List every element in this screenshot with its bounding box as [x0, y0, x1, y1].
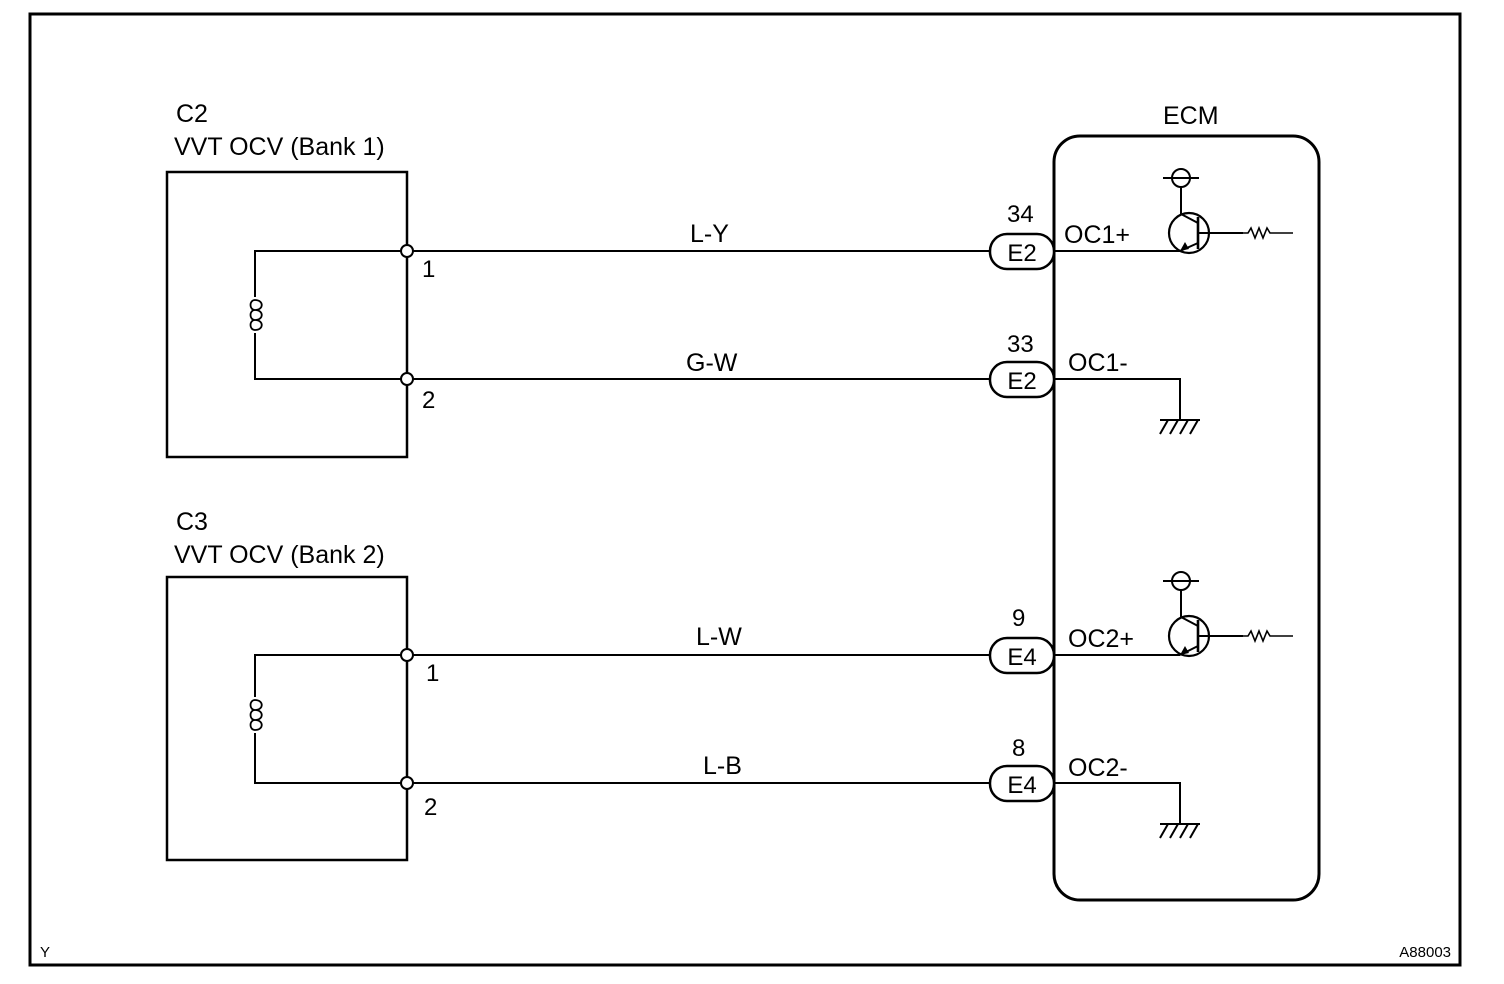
c2-pin-2-node: [400, 372, 414, 386]
c3-pin-1-node: [400, 648, 414, 662]
coil-icon: [248, 297, 263, 333]
c2-name-label: VVT OCV (Bank 1): [174, 133, 385, 161]
outer-frame: [28, 12, 1462, 967]
ground-icon: [1159, 823, 1200, 839]
ecm-pin-number: 9: [1012, 605, 1025, 632]
resistor-icon: [1243, 225, 1293, 241]
ecm-pin-number: 34: [1007, 201, 1034, 228]
wire-color-label: L-W: [696, 623, 742, 651]
c3-name-label: VVT OCV (Bank 2): [174, 541, 385, 569]
ecm-pin-number: 8: [1012, 735, 1025, 762]
connector-label: E2: [1007, 240, 1036, 267]
c2-pin-1-node: [400, 244, 414, 258]
connector-label: E4: [1007, 772, 1036, 799]
ecm-box: [1052, 134, 1321, 902]
ecm-terminal-label: OC2-: [1068, 754, 1128, 782]
ecm-terminal-label: OC1-: [1068, 349, 1128, 377]
ground-icon: [1159, 419, 1200, 435]
connector-label: E2: [1007, 368, 1036, 395]
ecm-terminal-label: OC2+: [1068, 625, 1134, 653]
c2-internal-wire: [254, 250, 407, 380]
resistor-icon: [1243, 628, 1293, 644]
c3-pin-2-label: 2: [424, 794, 437, 821]
c3-pin-2-node: [400, 776, 414, 790]
wire-color-label: L-B: [703, 752, 742, 780]
transistor-icon: [1163, 168, 1243, 255]
c3-internal-wire: [254, 654, 407, 784]
coil-icon: [248, 697, 263, 733]
c2-pin-2-label: 2: [422, 387, 435, 414]
ecm-pin-number: 33: [1007, 331, 1034, 358]
figure-code-label: A88003: [1399, 944, 1451, 961]
c3-component-box: [165, 575, 409, 862]
wire-color-label: L-Y: [690, 220, 729, 248]
ecm-label: ECM: [1163, 102, 1219, 130]
c2-pin-1-label: 1: [422, 256, 435, 283]
connector-label: E4: [1007, 644, 1036, 671]
wire-color-label: G-W: [686, 349, 738, 377]
c2-component-box: [165, 170, 409, 459]
footer-left-label: Y: [40, 944, 50, 961]
ecm-internal-wire: [1054, 378, 1181, 420]
c3-id-label: C3: [176, 508, 208, 536]
transistor-icon: [1163, 571, 1243, 658]
ecm-internal-wire: [1054, 782, 1181, 824]
c2-id-label: C2: [176, 100, 208, 128]
ecm-terminal-label: OC1+: [1064, 221, 1130, 249]
c3-pin-1-label: 1: [426, 660, 439, 687]
